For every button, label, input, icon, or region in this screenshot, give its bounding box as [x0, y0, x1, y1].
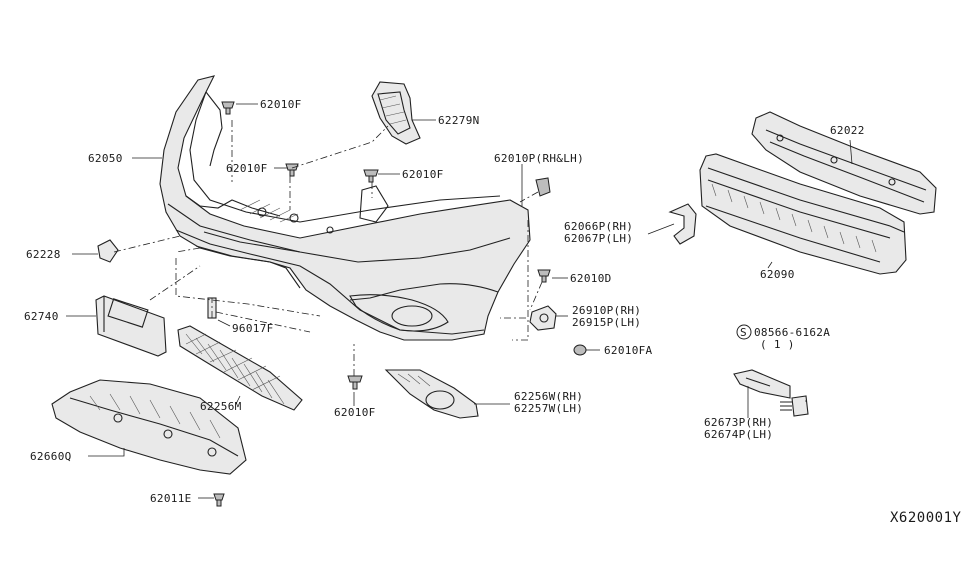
label-bracket-lh: 62067P(LH) [564, 232, 633, 245]
label-clip-side: 62010D [570, 272, 612, 285]
label-cap: 62228 [26, 248, 61, 261]
label-clip-top-left: 62010F [226, 162, 268, 175]
grille-clip-part [371, 81, 421, 145]
fog-cover-part [384, 369, 479, 419]
plate-bracket-part [95, 295, 167, 357]
label-sensor-lh: 26915P(LH) [572, 316, 641, 329]
clip-top-right-part [221, 101, 235, 115]
label-grommet: 62010FA [604, 344, 653, 357]
undercover-clip-part [213, 493, 225, 507]
svg-text:S: S [740, 326, 747, 339]
label-sensor-rh: 26910P(RH) [572, 304, 641, 317]
label-reinforcement: 62022 [830, 124, 865, 137]
label-grille-clip: 62279N [438, 114, 480, 127]
side-clip-part [537, 269, 551, 283]
label-screw: 08566-6162A [754, 326, 830, 339]
grommet-part [573, 344, 587, 356]
screw-symbol-icon: S [736, 324, 752, 340]
reinforcement-part [751, 111, 937, 215]
part-labels: 62050 62010F 62279N 62010F 62010F 62010P… [24, 98, 962, 526]
label-undercover-clip: 62011E [150, 492, 192, 505]
label-clip-bracket: 62010P(RH&LH) [494, 152, 584, 165]
label-side-bracket-lh: 62674P(LH) [704, 428, 773, 441]
sensor-part [529, 305, 557, 331]
label-bracket-rh: 62066P(RH) [564, 220, 633, 233]
leader-lines [66, 103, 853, 499]
diagram-reference-id: X620001Y [890, 510, 962, 526]
label-fog-cover-rh: 62256W(RH) [514, 390, 583, 403]
bracket-clip-part [535, 177, 551, 197]
mid-bracket-shape [359, 185, 389, 223]
label-clip-bottom: 62010F [334, 406, 376, 419]
side-bracket-part [668, 203, 697, 245]
label-plate-bracket: 62740 [24, 310, 59, 323]
label-fog-cover-lh: 62257W(LH) [514, 402, 583, 415]
front-bumper-fascia [159, 75, 531, 341]
label-stay: 96017F [232, 322, 274, 335]
clip-bottom-part [347, 375, 363, 390]
cap-part [97, 239, 119, 263]
label-undercover: 62660Q [30, 450, 72, 463]
clip-top-left-part [285, 163, 299, 177]
label-clip-top-right: 62010F [260, 98, 302, 111]
undercover-part [51, 379, 247, 475]
clip-mid-part [363, 169, 379, 183]
label-screw-qty: ( 1 ) [760, 338, 795, 351]
label-fascia: 62050 [88, 152, 123, 165]
label-absorber: 62090 [760, 268, 795, 281]
label-lower-grille: 62256M [200, 400, 242, 413]
label-side-bracket-rh: 62673P(RH) [704, 416, 773, 429]
screw-part [780, 395, 809, 417]
lower-grille-part [177, 325, 303, 411]
absorber-part [699, 153, 907, 275]
side-bracket-small-part [733, 369, 791, 399]
assembly-lines [113, 120, 543, 376]
label-clip-mid: 62010F [402, 168, 444, 181]
